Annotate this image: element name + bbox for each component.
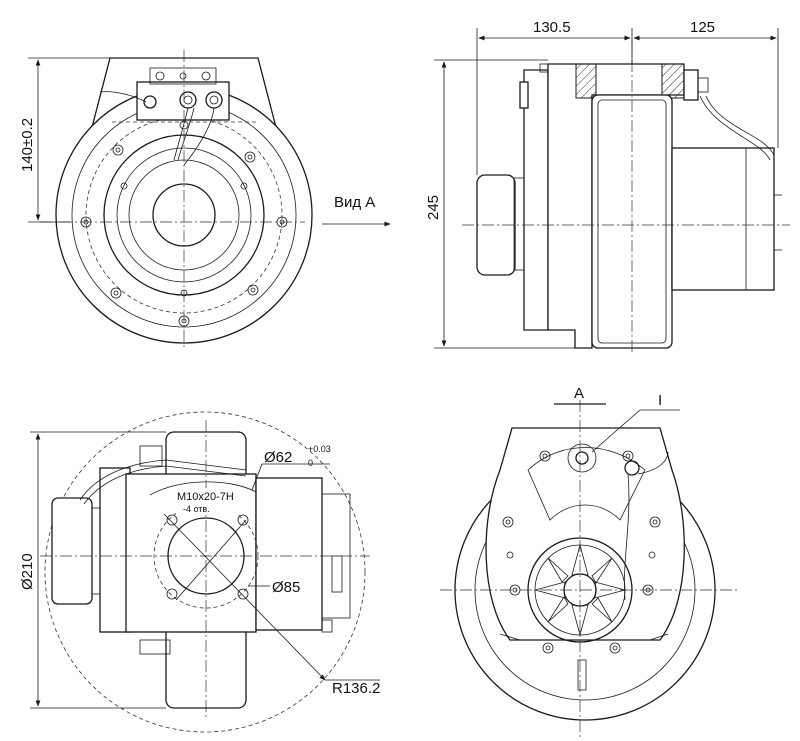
motor-cylinder — [671, 147, 775, 291]
dim-85: Ø85 — [272, 579, 300, 596]
section-hatch-2 — [661, 63, 685, 99]
section-hatch-1 — [575, 63, 597, 99]
terminal-cap — [149, 67, 217, 85]
body-left — [99, 467, 131, 633]
fan-star — [533, 543, 627, 637]
terminal-lug-small — [143, 95, 157, 109]
dim-62: Ø62 — [264, 449, 292, 466]
view-a-label: Вид А — [334, 194, 375, 211]
terminal-box — [136, 81, 230, 121]
side-view: 130.5 125 245 — [425, 19, 790, 355]
dim-245: 245 — [425, 195, 442, 220]
bolt-circle — [85, 116, 283, 314]
side-flange — [523, 69, 549, 331]
holes-label: -4 отв. — [183, 504, 210, 514]
top-view: Ø210 Ø62 +0.03 0 M10x20-7H -4 отв. Ø85 R… — [19, 411, 380, 733]
section-a-label: A — [574, 385, 584, 402]
tol-upper: +0.03 — [308, 444, 331, 454]
brake-top — [51, 497, 93, 605]
rear-plate — [485, 427, 685, 641]
thread-label: M10x20-7H — [177, 491, 234, 503]
bore-85 — [153, 503, 259, 609]
dim-r136: R136.2 — [332, 680, 380, 697]
r136-circle — [44, 411, 366, 733]
view-a-drawing: A I — [440, 385, 740, 740]
tol-lower: 0 — [308, 458, 313, 468]
body-right — [255, 477, 323, 631]
dim-140: 140±0.2 — [19, 118, 36, 172]
dim-125: 125 — [690, 19, 715, 36]
dim-130: 130.5 — [533, 19, 571, 36]
dim-210: Ø210 — [19, 553, 36, 590]
callout-i-label: I — [658, 392, 662, 409]
front-view: 140±0.2 Вид А — [19, 50, 391, 350]
